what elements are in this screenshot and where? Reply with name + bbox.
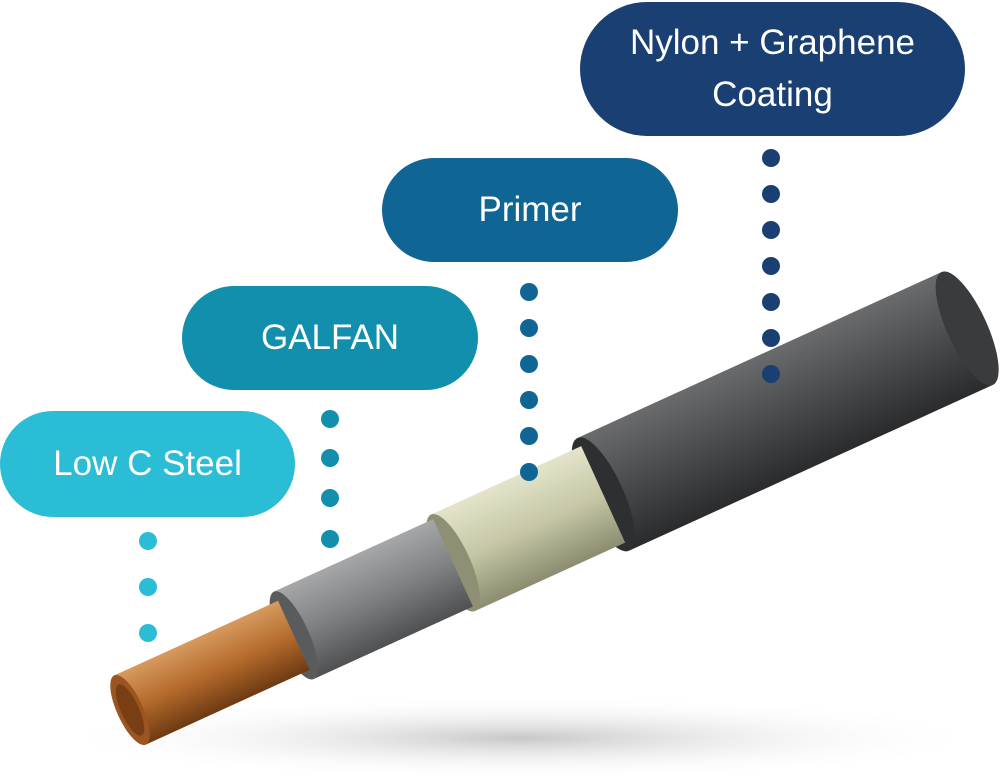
leader-dot-low-c-steel [139, 578, 157, 596]
leader-dot-galfan [321, 449, 339, 467]
leader-dot-nylon-graphene [762, 293, 780, 311]
leader-dot-primer [520, 319, 538, 337]
leader-dot-nylon-graphene [762, 257, 780, 275]
leader-dot-primer [520, 283, 538, 301]
leader-dot-low-c-steel [139, 532, 157, 550]
label-low-c-steel: Low C Steel [0, 411, 295, 517]
label-primer: Primer [382, 158, 678, 262]
leader-dot-galfan [321, 410, 339, 428]
leader-dots [139, 149, 780, 642]
leader-dot-primer [520, 391, 538, 409]
leader-dot-galfan [321, 489, 339, 507]
leader-dot-nylon-graphene [762, 365, 780, 383]
leader-dot-galfan [321, 530, 339, 548]
leader-dot-primer [520, 427, 538, 445]
cable-segment-low-c-steel [110, 600, 310, 745]
cable [110, 271, 999, 745]
label-primer-text: Primer [478, 189, 582, 229]
cable-segment-nylon-graphene [571, 271, 999, 552]
leader-dot-nylon-graphene [762, 221, 780, 239]
leader-dot-primer [520, 463, 538, 481]
leader-dot-nylon-graphene [762, 329, 780, 347]
leader-dot-nylon-graphene [762, 185, 780, 203]
leader-dot-nylon-graphene [762, 149, 780, 167]
label-low-c-steel-text: Low C Steel [53, 443, 242, 483]
leader-dot-primer [520, 355, 538, 373]
label-galfan-text: GALFAN [260, 317, 400, 357]
label-nylon-graphene: Nylon + Graphene Coating [580, 2, 965, 136]
leader-dot-low-c-steel [139, 624, 157, 642]
cable-shadow [50, 696, 990, 780]
label-galfan: GALFAN [182, 286, 478, 390]
label-nylon-graphene-text: Nylon + Graphene Coating [629, 22, 916, 115]
